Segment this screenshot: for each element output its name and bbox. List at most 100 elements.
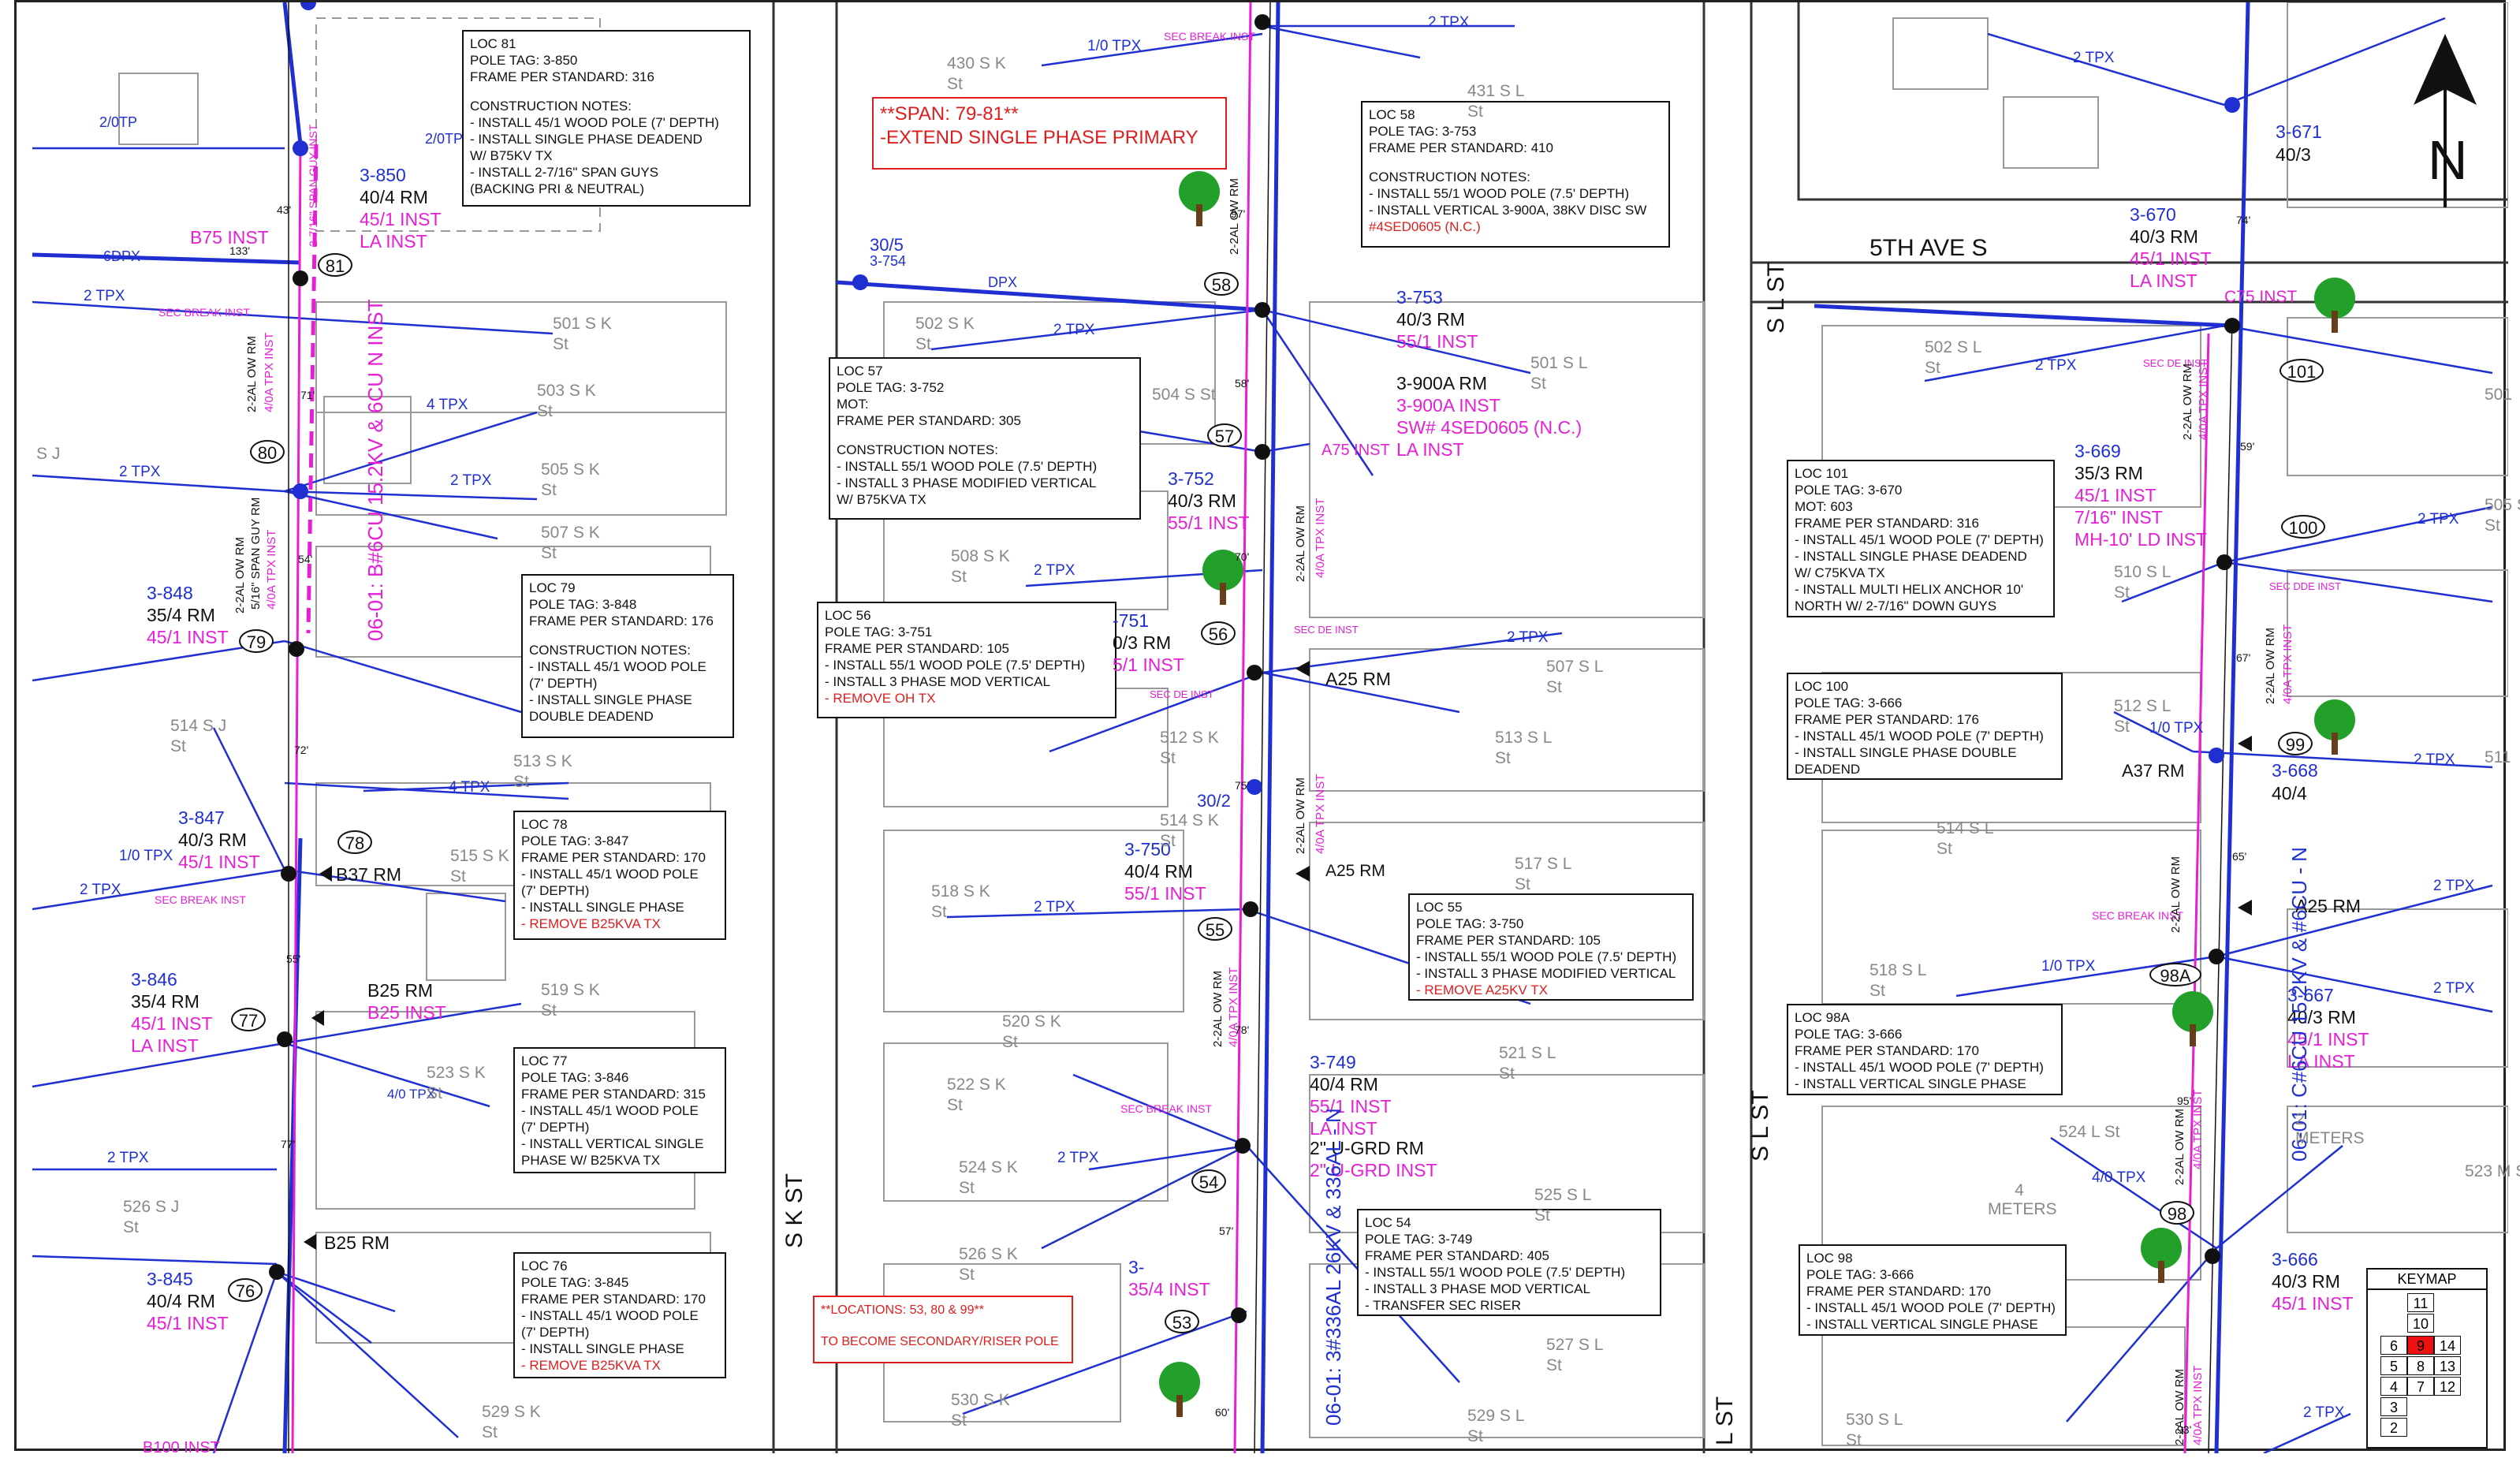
secondary-services <box>32 17 2493 1453</box>
address-label: 514 S L St <box>1937 819 1993 858</box>
note-line: LOC 54 <box>1365 1215 1411 1230</box>
label-b25-inst: B25 INST <box>367 1002 446 1023</box>
note-line: FRAME PER STANDARD: 316 <box>470 69 654 84</box>
keymap-cell[interactable]: 12 <box>2434 1377 2461 1396</box>
note-line: - INSTALL 45/1 WOOD POLE (7' DEPTH) <box>1806 1300 2056 1315</box>
address-label: 501 S K St <box>553 315 612 353</box>
note-line <box>837 429 1133 442</box>
note-line: MOT: <box>837 397 869 412</box>
label-tpx-g: 2 TPX <box>1034 562 1075 579</box>
address-label: 514 S K St <box>1160 811 1219 850</box>
label-sec-break-4: SEC BREAK INST <box>1120 1102 1212 1115</box>
street-l-st: L ST <box>1712 1396 1738 1445</box>
note-line: #4SED0605 (N.C.) <box>1369 219 1481 234</box>
label-b25-rm-lower: B25 RM <box>324 1232 390 1253</box>
note-line: CONSTRUCTION NOTES: <box>470 99 632 114</box>
keymap-cell[interactable]: 6 <box>2380 1336 2407 1355</box>
keymap-cell[interactable]: 7 <box>2407 1377 2434 1396</box>
pole-tag-number: 3-753 <box>1396 287 1443 308</box>
keymap-cell[interactable]: 14 <box>2434 1336 2461 1355</box>
label-6dpx: 6DPX <box>103 248 141 264</box>
note-line: - INSTALL SINGLE PHASE <box>521 1341 684 1356</box>
pole-tag-install: MH-10' LD INST <box>2075 529 2207 550</box>
span-distance: 57' <box>1219 1225 1234 1237</box>
pole-tag-3-668: 3-668 <box>2272 759 2318 781</box>
note-line: FRAME PER STANDARD: 305 <box>837 413 1021 428</box>
note-line: POLE TAG: 3-847 <box>521 833 629 848</box>
address-label: 518 S L St <box>1869 961 1926 1000</box>
note-line: (7' DEPTH) <box>521 1325 590 1340</box>
pole-id-77: 77 <box>231 1008 266 1031</box>
pole-tag-number: 3-752 <box>1168 468 1214 489</box>
keymap-cell[interactable]: 8 <box>2407 1356 2434 1375</box>
note-line: FRAME PER STANDARD: 410 <box>1369 140 1553 155</box>
keymap-cell[interactable]: 5 <box>2380 1356 2407 1375</box>
street-s-l-st-lower: S L ST <box>1747 1090 1773 1162</box>
note-line: POLE TAG: 3-845 <box>521 1275 629 1290</box>
tpx-inst-right-5: 4/0A TPX INST <box>2191 1365 2205 1445</box>
keymap-cell[interactable]: 9 <box>2407 1336 2434 1355</box>
address-label: 526 S J St <box>123 1198 180 1236</box>
address-label: 508 S K St <box>951 547 1010 586</box>
pole-tag-number: 3-750 <box>1124 839 1171 860</box>
label-a75: A75 INST <box>1322 442 1390 459</box>
note-line: - INSTALL 45/1 WOOD POLE <box>521 1308 699 1323</box>
ow-rm-right-1: 2-2AL OW RM <box>2181 364 2194 440</box>
span-guy-inst: 2-7/16" SPAN GUY INST <box>307 124 319 247</box>
note-line: - INSTALL SINGLE PHASE <box>529 692 692 707</box>
pole-tag-3-35: 3-35/4 INST <box>1128 1256 1210 1300</box>
keymap-cell[interactable]: 3 <box>2380 1397 2407 1416</box>
pole-tag-install: 45/1 INST <box>131 1013 213 1034</box>
pole-tag-existing: 35/3 RM <box>2075 463 2143 483</box>
note-line: - INSTALL 55/1 WOOD POLE (7.5' DEPTH) <box>1365 1265 1626 1280</box>
note-line: (7' DEPTH) <box>521 1120 590 1135</box>
pole-tag-number: 3-749 <box>1310 1052 1356 1072</box>
pole-id-101: 101 <box>2280 359 2324 382</box>
note-line: (BACKING PRI & NEUTRAL) <box>470 181 645 196</box>
pole-tag-install: LA INST <box>1310 1118 1377 1139</box>
label-sec-de-1: SEC DE INST <box>1294 624 1359 636</box>
note-line: - INSTALL 45/1 WOOD POLE (7' DEPTH) <box>1795 729 2044 744</box>
label-tpx-n: 2 TPX <box>2417 511 2459 528</box>
note-line: NORTH W/ 2-7/16" DOWN GUYS <box>1795 598 1997 613</box>
pole-tag-existing: 40/3 RM <box>178 830 247 850</box>
keymap-cell[interactable]: 4 <box>2380 1377 2407 1396</box>
keymap-cell[interactable]: 13 <box>2434 1356 2461 1375</box>
ow-rm-right-2: 2-2AL OW RM <box>2264 628 2277 704</box>
keymap-cell[interactable]: 2 <box>2380 1418 2407 1437</box>
label-1-0tpx-c: 1/0 TPX <box>2041 958 2096 975</box>
note-line: LOC 57 <box>837 364 883 378</box>
label-tpx-m: 2 TPX <box>2035 357 2077 374</box>
keymap-cell[interactable]: 11 <box>2407 1293 2434 1312</box>
street-5th-ave: 5TH AVE S <box>1869 235 1988 261</box>
note-line: POLE TAG: 3-666 <box>1795 695 1903 710</box>
address-label: 513 S K St <box>513 752 572 791</box>
pole-tag-install: 5/1 INST <box>1113 654 1184 675</box>
label-4-0tpx-b: 4/0 TPX <box>387 1087 436 1102</box>
label-1-0tpx-a: 1/0 TPX <box>119 848 173 864</box>
span-distance: 54' <box>298 553 313 565</box>
address-label: 526 S K St <box>959 1245 1018 1284</box>
label-2-meters: 2 METERS <box>2295 1110 2365 1147</box>
pole-id-54: 54 <box>1191 1169 1226 1193</box>
note-line: - INSTALL SINGLE PHASE <box>521 900 684 915</box>
span-distance: 75' <box>1235 779 1250 792</box>
pole-tag-3-671: 3-671 <box>2276 121 2322 143</box>
pole-tag-existing: 40/3 RM <box>1396 309 1465 330</box>
keymap-cell[interactable]: 10 <box>2407 1314 2434 1333</box>
pole-id-79: 79 <box>239 629 274 653</box>
pole-tag-existing: 40/3 RM <box>1168 490 1236 511</box>
note-line: - INSTALL SINGLE PHASE DEADEND <box>1795 549 2027 564</box>
address-label: 522 S K St <box>947 1076 1006 1114</box>
note-line: FRAME PER STANDARD: 170 <box>521 1292 706 1307</box>
address-label: 510 S L St <box>2114 563 2171 602</box>
